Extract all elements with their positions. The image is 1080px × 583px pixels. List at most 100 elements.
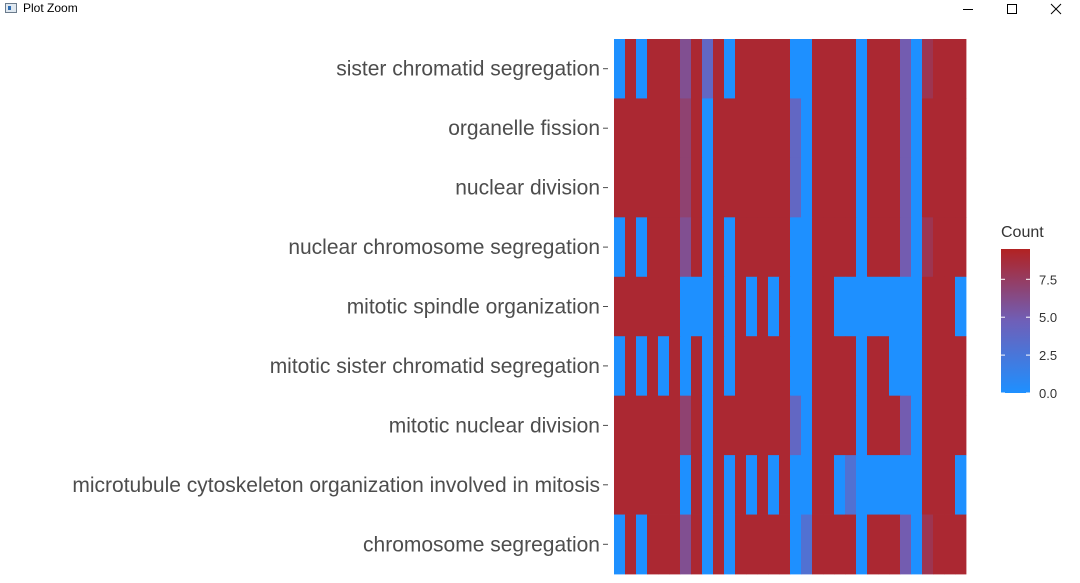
heatmap-cell <box>900 455 912 515</box>
heatmap-cell <box>636 157 648 218</box>
heatmap-cell <box>823 395 835 456</box>
heatmap-cell <box>680 217 692 278</box>
heatmap-cell <box>636 514 648 575</box>
heatmap-cell <box>878 39 890 99</box>
heatmap-cell <box>801 39 813 99</box>
heatmap-cell <box>724 276 736 337</box>
heatmap-cell <box>614 514 626 575</box>
heatmap-cell <box>812 395 824 456</box>
heatmap-cell <box>680 276 692 337</box>
minimize-button[interactable] <box>946 0 990 18</box>
heatmap-cell <box>889 98 901 159</box>
heatmap-cell <box>856 336 868 397</box>
heatmap-cell <box>812 217 824 278</box>
heatmap-cell <box>636 455 648 515</box>
heatmap-cell <box>669 395 681 456</box>
heatmap-cell <box>702 39 714 99</box>
heatmap-cell <box>812 455 824 515</box>
heatmap-cell <box>834 395 846 456</box>
heatmap-cell <box>856 98 868 159</box>
heatmap-cell <box>658 336 670 397</box>
heatmap-cell <box>691 395 703 456</box>
heatmap-cell <box>779 395 791 456</box>
heatmap-cell <box>735 455 747 515</box>
heatmap-cell <box>680 395 692 456</box>
maximize-button[interactable] <box>990 0 1034 18</box>
legend-tick-label: 7.5 <box>1039 272 1057 287</box>
heatmap-cell <box>922 514 934 575</box>
heatmap-cell <box>933 39 945 99</box>
row-label: chromosome segregation <box>363 533 600 556</box>
heatmap-cell <box>768 395 780 456</box>
heatmap-cell <box>845 455 857 515</box>
row-label: nuclear division <box>455 177 600 200</box>
heatmap-cell <box>691 276 703 337</box>
heatmap-cell <box>669 39 681 99</box>
heatmap-cell <box>691 98 703 159</box>
heatmap-cell <box>944 455 956 515</box>
heatmap-cell <box>911 395 923 456</box>
legend-ticks: 0.02.55.07.5 <box>1001 272 1057 401</box>
window-titlebar[interactable]: Plot Zoom <box>0 0 1080 18</box>
heatmap-cell <box>779 98 791 159</box>
heatmap-cell <box>702 455 714 515</box>
row-label: mitotic sister chromatid segregation <box>270 355 600 378</box>
heatmap-cell <box>867 157 879 218</box>
heatmap-cell <box>702 514 714 575</box>
row-label: microtubule cytoskeleton organization in… <box>72 474 600 497</box>
heatmap-cell <box>757 336 769 397</box>
heatmap-cell <box>812 336 824 397</box>
heatmap-cell <box>658 217 670 278</box>
close-button[interactable] <box>1034 0 1078 18</box>
heatmap-cell <box>702 98 714 159</box>
heatmap-cell <box>614 217 626 278</box>
heatmap-cell <box>878 455 890 515</box>
heatmap-cell <box>922 98 934 159</box>
heatmap-cell <box>856 514 868 575</box>
heatmap-cell <box>856 395 868 456</box>
minimize-icon <box>963 9 973 10</box>
heatmap-cell <box>702 157 714 218</box>
heatmap-cell <box>790 336 802 397</box>
heatmap-cell <box>735 39 747 99</box>
heatmap-cell <box>779 455 791 515</box>
heatmap-cell <box>713 455 725 515</box>
heatmap-cell <box>768 98 780 159</box>
heatmap-cell <box>955 217 967 278</box>
heatmap-cell <box>790 217 802 278</box>
heatmap-cell <box>911 336 923 397</box>
heatmap-cell <box>878 276 890 337</box>
heatmap-cell <box>790 395 802 456</box>
heatmap-cell <box>823 157 835 218</box>
heatmap-cell <box>944 157 956 218</box>
legend-colorbar <box>1001 249 1030 393</box>
heatmap-cell <box>834 157 846 218</box>
heatmap-cell <box>856 157 868 218</box>
row-label: nuclear chromosome segregation <box>288 236 600 259</box>
heatmap-cell <box>812 157 824 218</box>
heatmap-cell <box>922 336 934 397</box>
app-icon <box>5 3 17 13</box>
heatmap-cell <box>867 455 879 515</box>
heatmap-cell <box>713 336 725 397</box>
heatmap-cell <box>614 157 626 218</box>
heatmap-cell <box>647 514 659 575</box>
heatmap-cell <box>724 39 736 99</box>
heatmap-cell <box>779 39 791 99</box>
heatmap-cell <box>944 514 956 575</box>
heatmap-cell <box>658 455 670 515</box>
heatmap-cell <box>746 98 758 159</box>
heatmap-cell <box>834 276 846 337</box>
heatmap-cell <box>724 98 736 159</box>
heatmap-cell <box>911 217 923 278</box>
heatmap-cell <box>757 276 769 337</box>
heatmap-cell <box>691 514 703 575</box>
heatmap-cell <box>878 514 890 575</box>
heatmap-cell <box>823 455 835 515</box>
heatmap-cell <box>878 395 890 456</box>
heatmap-cell <box>867 276 879 337</box>
heatmap-cell <box>933 157 945 218</box>
heatmap-cell <box>889 39 901 99</box>
heatmap-cell <box>724 217 736 278</box>
heatmap-cell <box>867 39 879 99</box>
